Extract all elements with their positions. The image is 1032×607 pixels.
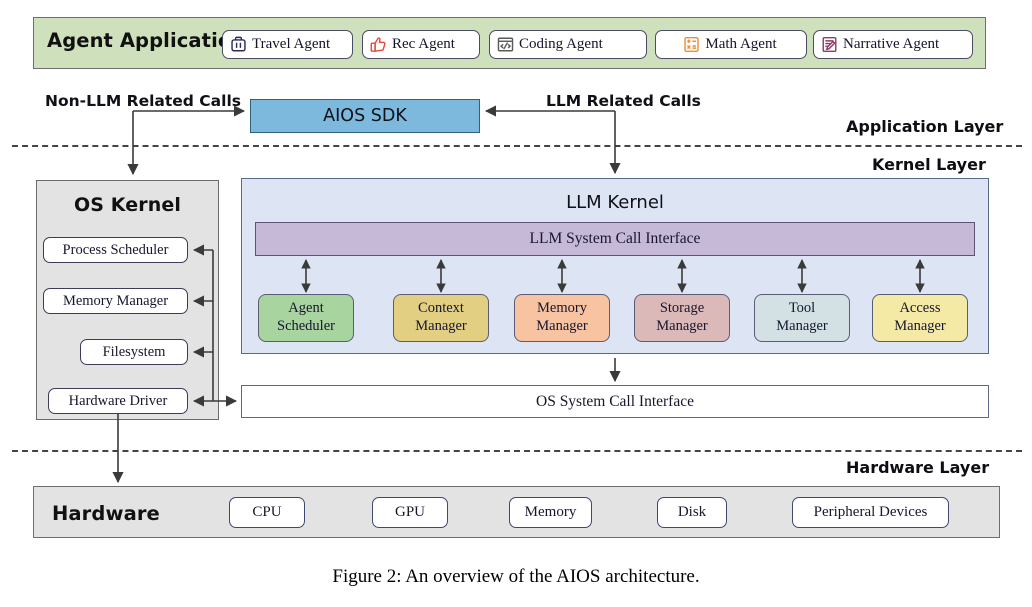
agent-chip-label: Travel Agent bbox=[252, 36, 331, 52]
agent-chip-label: Coding Agent bbox=[519, 36, 603, 52]
manager-label-line2: Manager bbox=[894, 318, 946, 334]
os-component-hardware-driver[interactable]: Hardware Driver bbox=[48, 388, 188, 414]
suitcase-icon bbox=[229, 35, 248, 54]
os-component-label: Process Scheduler bbox=[62, 241, 169, 258]
manager-label-line1: Context bbox=[418, 300, 464, 317]
manager-context-manager[interactable]: Context Manager bbox=[393, 294, 489, 342]
hardware-component-disk[interactable]: Disk bbox=[657, 497, 727, 528]
hardware-component-memory[interactable]: Memory bbox=[509, 497, 592, 528]
agent-chip-narrative-agent[interactable]: Narrative Agent bbox=[813, 30, 973, 59]
manager-label-line2: Manager bbox=[415, 318, 467, 334]
hardware-component-gpu[interactable]: GPU bbox=[372, 497, 448, 528]
hardware-component-label: GPU bbox=[394, 504, 425, 520]
os-component-process-scheduler[interactable]: Process Scheduler bbox=[43, 237, 188, 263]
agent-chip-travel-agent[interactable]: Travel Agent bbox=[222, 30, 353, 59]
pencil-note-icon bbox=[820, 35, 839, 54]
llm-system-call-interface-box[interactable]: LLM System Call Interface bbox=[255, 222, 975, 256]
agent-chip-label: Math Agent bbox=[705, 36, 777, 52]
llm-kernel-title: LLM Kernel bbox=[566, 192, 664, 213]
hardware-component-label: Disk bbox=[677, 504, 707, 520]
agent-chip-rec-agent[interactable]: Rec Agent bbox=[362, 30, 480, 59]
os-system-call-interface-box[interactable]: OS System Call Interface bbox=[241, 385, 989, 418]
os-kernel-title: OS Kernel bbox=[74, 194, 181, 216]
manager-label-line1: Memory bbox=[537, 300, 587, 317]
non-llm-related-calls-label: Non-LLM Related Calls bbox=[45, 92, 241, 110]
os-component-filesystem[interactable]: Filesystem bbox=[80, 339, 188, 365]
agent-chip-math-agent[interactable]: Math Agent bbox=[655, 30, 807, 59]
manager-label-line2: Scheduler bbox=[277, 318, 335, 334]
manager-label-line1: Agent bbox=[288, 300, 324, 317]
hardware-component-label: Peripheral Devices bbox=[813, 504, 928, 520]
llm-related-calls-label: LLM Related Calls bbox=[546, 92, 701, 110]
agent-chip-label: Rec Agent bbox=[392, 36, 455, 52]
manager-storage-manager[interactable]: Storage Manager bbox=[634, 294, 730, 342]
calculator-icon bbox=[682, 35, 701, 54]
llm-kernel-panel bbox=[241, 178, 989, 354]
manager-label-line2: Manager bbox=[536, 318, 588, 334]
manager-label-line1: Storage bbox=[659, 300, 705, 317]
manager-tool-manager[interactable]: Tool Manager bbox=[754, 294, 850, 342]
manager-memory-manager[interactable]: Memory Manager bbox=[514, 294, 610, 342]
manager-agent-scheduler[interactable]: Agent Scheduler bbox=[258, 294, 354, 342]
kernel-layer-label: Kernel Layer bbox=[872, 155, 986, 174]
manager-label-line2: Manager bbox=[656, 318, 708, 334]
llm-system-call-interface-label: LLM System Call Interface bbox=[529, 230, 701, 247]
code-window-icon bbox=[496, 35, 515, 54]
figure-caption: Figure 2: An overview of the AIOS archit… bbox=[332, 566, 700, 587]
hardware-component-label: CPU bbox=[252, 504, 282, 520]
thumbs-up-icon bbox=[369, 35, 388, 54]
hardware-layer-label: Hardware Layer bbox=[846, 458, 990, 477]
hardware-component-label: Memory bbox=[524, 504, 577, 520]
kernel-hardware-divider bbox=[12, 450, 1022, 452]
hardware-component-cpu[interactable]: CPU bbox=[229, 497, 305, 528]
manager-label-line1: Tool bbox=[788, 300, 816, 317]
hardware-title: Hardware bbox=[52, 502, 160, 525]
manager-label-line1: Access bbox=[899, 300, 941, 317]
os-component-label: Memory Manager bbox=[62, 292, 169, 309]
os-component-label: Filesystem bbox=[102, 343, 166, 360]
aios-sdk-label: AIOS SDK bbox=[323, 106, 407, 126]
application-kernel-divider bbox=[12, 145, 1022, 147]
hardware-component-peripheral-devices[interactable]: Peripheral Devices bbox=[792, 497, 949, 528]
manager-access-manager[interactable]: Access Manager bbox=[872, 294, 968, 342]
os-component-memory-manager[interactable]: Memory Manager bbox=[43, 288, 188, 314]
os-system-call-interface-label: OS System Call Interface bbox=[536, 392, 694, 410]
os-component-label: Hardware Driver bbox=[68, 392, 168, 409]
agent-chip-coding-agent[interactable]: Coding Agent bbox=[489, 30, 647, 59]
agent-chip-label: Narrative Agent bbox=[843, 36, 940, 52]
manager-label-line2: Manager bbox=[776, 318, 828, 334]
application-layer-label: Application Layer bbox=[846, 117, 1004, 136]
agent-applications-title: Agent Applications bbox=[47, 29, 258, 52]
aios-sdk-box[interactable]: AIOS SDK bbox=[250, 99, 480, 133]
